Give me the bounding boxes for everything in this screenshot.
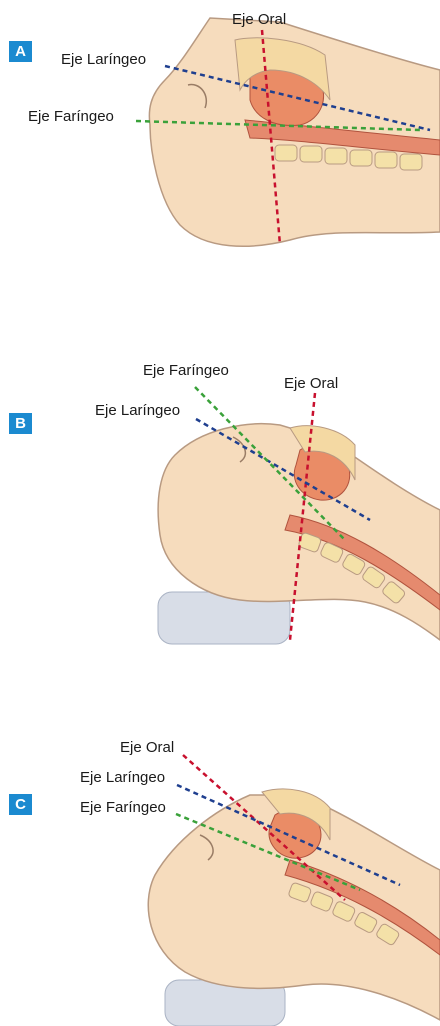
panel-a-illustration: Eje Oral Eje Laríngeo Eje Faríngeo bbox=[0, 0, 440, 300]
laryngeal-axis-label: Eje Laríngeo bbox=[61, 51, 146, 68]
pharyngeal-axis-label: Eje Faríngeo bbox=[28, 108, 114, 125]
panel-a: A Eje Oral Eje Laríngeo Eje Faríngeo bbox=[0, 0, 440, 300]
laryngeal-axis-label: Eje Laríngeo bbox=[80, 769, 165, 786]
panel-b: B Eje Faríngeo Eje Oral Eje Laríngeo bbox=[0, 340, 440, 670]
oral-axis-label: Eje Oral bbox=[232, 11, 286, 28]
panel-c-illustration: Eje Oral Eje Laríngeo Eje Faríngeo bbox=[0, 700, 440, 1026]
oral-axis-label: Eje Oral bbox=[284, 375, 338, 392]
panel-c: C Eje Oral Eje Laríngeo Eje Faríngeo bbox=[0, 700, 440, 1026]
pharyngeal-axis-label: Eje Faríngeo bbox=[80, 799, 166, 816]
pharyngeal-axis-label: Eje Faríngeo bbox=[143, 362, 229, 379]
oral-axis-label: Eje Oral bbox=[120, 739, 174, 756]
panel-b-illustration: Eje Faríngeo Eje Oral Eje Laríngeo bbox=[0, 340, 440, 670]
laryngeal-axis-label: Eje Laríngeo bbox=[95, 402, 180, 419]
